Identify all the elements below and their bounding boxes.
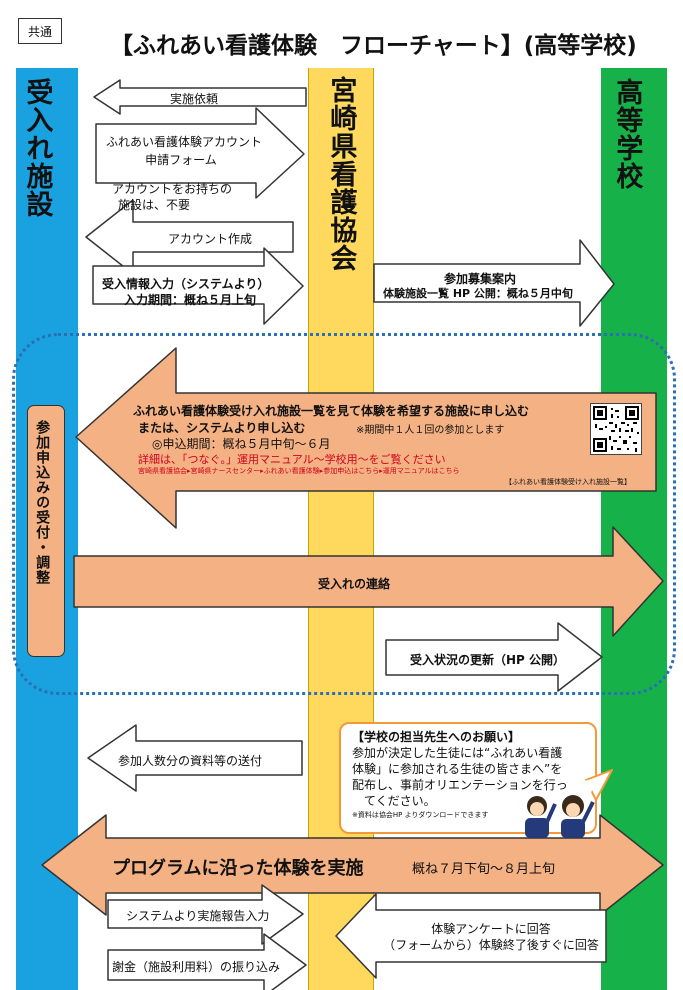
recruit-label-1: 参加募集案内 xyxy=(443,272,516,286)
apply-line-1: ふれあい看護体験受け入れ施設一覧を見て体験を希望する施設に申し込む xyxy=(133,404,530,418)
contact-label: 受入れの連絡 xyxy=(318,577,391,591)
report-label: システムより実施報告入力 xyxy=(126,909,270,923)
account-form-arrow xyxy=(95,107,305,199)
apply-arrow xyxy=(75,347,657,529)
account-note-1: アカウントをお持ちの xyxy=(112,182,233,196)
materials-label: 参加人数分の資料等の送付 xyxy=(118,754,263,768)
facility-input-label-2: 入力期間：概ね５月上旬 xyxy=(124,293,257,307)
survey-label-2: （フォームから）体験終了後すぐに回答 xyxy=(383,938,599,952)
report-arrow xyxy=(107,884,304,945)
association-column xyxy=(308,68,374,990)
apply-path: 宮崎県看護協会▸宮崎県ナースセンター▸ふれあい看護体験▸参加申込はこちら▸運用マ… xyxy=(138,467,460,475)
teacher-request-bubble xyxy=(339,722,597,834)
account-form-label-2: 申請フォーム xyxy=(145,153,217,167)
application-region xyxy=(12,333,676,695)
account-form-label-1: ふれあい看護体験アカウント xyxy=(106,135,263,149)
facility-input-label-1: 受入情報入力（システムより） xyxy=(102,277,270,291)
qr-code-icon[interactable] xyxy=(590,403,642,455)
account-create-label: アカウント作成 xyxy=(168,232,253,246)
materials-arrow xyxy=(87,724,303,792)
facility-input-arrow xyxy=(92,247,304,325)
status-update-arrow xyxy=(385,622,603,692)
recruit-arrow xyxy=(373,239,615,327)
fee-label: 謝金（施設利用料）の振り込み xyxy=(112,960,281,974)
students-illustration-icon xyxy=(525,795,595,838)
common-tag: 共通 xyxy=(18,18,62,44)
contact-arrow xyxy=(73,526,664,637)
survey-arrow xyxy=(335,893,607,979)
status-update-label: 受入状況の更新（HP 公開） xyxy=(410,653,566,667)
account-note-2: 施設は、不要 xyxy=(118,198,191,212)
survey-label-1: 体験アンケートに回答 xyxy=(431,922,551,936)
bubble-note: ※資料は協会HP よりダウンロードできます xyxy=(352,811,489,819)
bubble-line-3: 配布し、事前オリエンテーションを行っ xyxy=(352,778,568,792)
request-label: 実施依頼 xyxy=(170,92,219,106)
program-label: プログラムに沿った体験を実施 xyxy=(112,858,364,879)
bubble-line-2: 体験」に参加される生徒の皆さまへ”を xyxy=(352,762,563,776)
application-side-label: 参加申込みの受付・調整 xyxy=(34,420,51,585)
bubble-line-1: 参加が決定した生徒には“ふれあい看護 xyxy=(352,746,563,760)
qr-caption: 【ふれあい看護体験受け入れ施設一覧】 xyxy=(505,478,631,486)
qr-pattern xyxy=(593,406,639,452)
page-title: 【ふれあい看護体験 フローチャート】(高等学校) xyxy=(110,33,637,59)
request-arrow xyxy=(93,79,307,115)
apply-period: ◎申込期間：概ね５月中旬～６月 xyxy=(152,437,331,451)
recruit-label-2: 体験施設一覧 HP 公開：概ね５月中旬 xyxy=(383,287,573,300)
association-column-label: 宮崎県看護協会 xyxy=(325,76,357,272)
school-column-label: 高等学校 xyxy=(611,78,643,190)
program-arrow xyxy=(41,814,664,916)
application-side-box xyxy=(27,405,65,657)
fee-arrow xyxy=(107,933,307,990)
apply-note: ※期間中１人１回の参加とします xyxy=(356,425,505,436)
apply-detail: 詳細は、「つなぐ。」運用マニュアル～学校用～をご覧ください xyxy=(138,453,446,466)
program-period: 概ね７月下旬～８月上旬 xyxy=(412,862,556,877)
bubble-heading: 【学校の担当先生へのお願い】 xyxy=(352,730,521,744)
facility-column-label: 受入れ施設 xyxy=(21,78,53,218)
bubble-line-4: てください。 xyxy=(364,794,436,808)
apply-line-2: または、システムより申し込む xyxy=(138,421,306,435)
